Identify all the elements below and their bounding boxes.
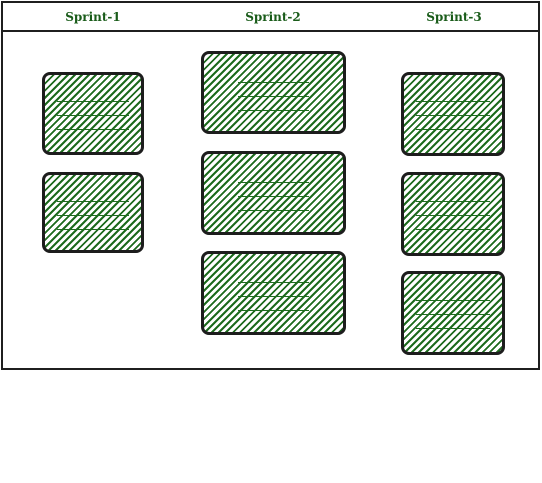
task-card[interactable] (401, 72, 505, 156)
sprint-board: Sprint-1 Sprint-2 Sprint-3 (1, 1, 540, 370)
task-card[interactable] (201, 51, 346, 134)
task-card[interactable] (401, 172, 505, 256)
task-card[interactable] (42, 172, 144, 253)
board-header: Sprint-1 Sprint-2 Sprint-3 (3, 3, 538, 32)
task-card[interactable] (201, 151, 346, 235)
column-title-sprint-3: Sprint-3 (426, 10, 482, 24)
task-card[interactable] (201, 251, 346, 335)
column-title-sprint-2: Sprint-2 (245, 10, 301, 24)
column-title-sprint-1: Sprint-1 (65, 10, 121, 24)
task-card[interactable] (401, 271, 505, 355)
task-card[interactable] (42, 72, 144, 155)
